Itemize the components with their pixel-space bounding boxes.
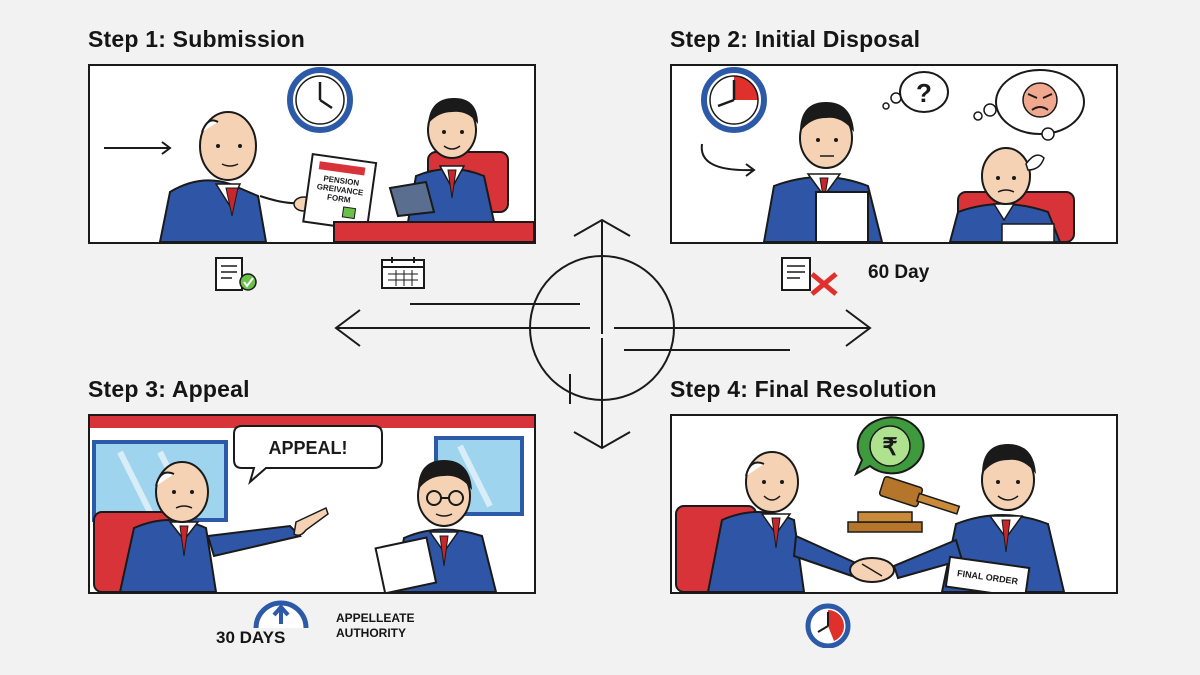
flow-compass-diagram <box>334 218 872 450</box>
step3-panel: APPEAL! <box>88 414 536 594</box>
question-thought-bubble: ? <box>882 71 949 113</box>
official-figure <box>762 102 884 242</box>
appeal-speech-text: APPEAL! <box>268 438 347 458</box>
rupee-icon: ₹ <box>853 416 925 477</box>
gavel-icon <box>847 475 961 533</box>
handshake-icon <box>849 557 895 583</box>
timer-clock-icon <box>701 67 767 133</box>
authority-line-1: APPELLEATE <box>336 611 415 625</box>
step2-title: Step 2: Initial Disposal <box>670 26 921 52</box>
appellate-authority-label: APPELLEATE AUTHORITY <box>336 611 414 641</box>
elderly-man-figure <box>158 111 315 242</box>
wall-trim <box>90 416 534 428</box>
authority-line-2: AUTHORITY <box>336 626 406 640</box>
question-mark: ? <box>916 78 932 108</box>
upload-clock-icon <box>253 600 309 628</box>
rupee-symbol: ₹ <box>882 434 897 461</box>
official-figure <box>388 98 496 223</box>
calendar-icon <box>381 257 425 289</box>
arrow-up-icon <box>573 218 631 334</box>
grievance-form: PENSION GREIVANCE FORM <box>302 153 378 232</box>
elderly-man-figure <box>706 451 860 592</box>
curved-arrow-icon <box>700 143 756 177</box>
appeal-speech-bubble: APPEAL! <box>233 425 383 485</box>
arrow-left-icon <box>334 303 590 347</box>
elderly-man-figure <box>118 461 329 592</box>
arrow-down-icon <box>569 338 631 450</box>
angry-thought-bubble <box>973 69 1085 141</box>
clock-icon <box>287 67 353 133</box>
step3-title: Step 3: Appeal <box>88 376 250 402</box>
arrow-right-icon <box>614 309 872 351</box>
step3-days-caption: 30 DAYS <box>216 628 286 647</box>
final-order-document: FINAL ORDER <box>944 555 1031 592</box>
step2-caption: 60 Day <box>868 262 930 283</box>
form-line-3: FORM <box>327 193 352 205</box>
step4-title: Step 4: Final Resolution <box>670 376 937 402</box>
step4-panel: ₹ <box>670 414 1118 594</box>
arrow-right-icon <box>104 141 172 155</box>
document-check-icon <box>215 257 257 291</box>
step2-panel: ? <box>670 64 1118 244</box>
step1-title: Step 1: Submission <box>88 26 306 52</box>
elderly-man-figure <box>948 147 1062 242</box>
document-reject-icon <box>781 257 838 296</box>
step1-panel: PENSION GREIVANCE FORM <box>88 64 536 244</box>
stopwatch-icon <box>805 603 851 648</box>
official-figure <box>374 460 498 592</box>
